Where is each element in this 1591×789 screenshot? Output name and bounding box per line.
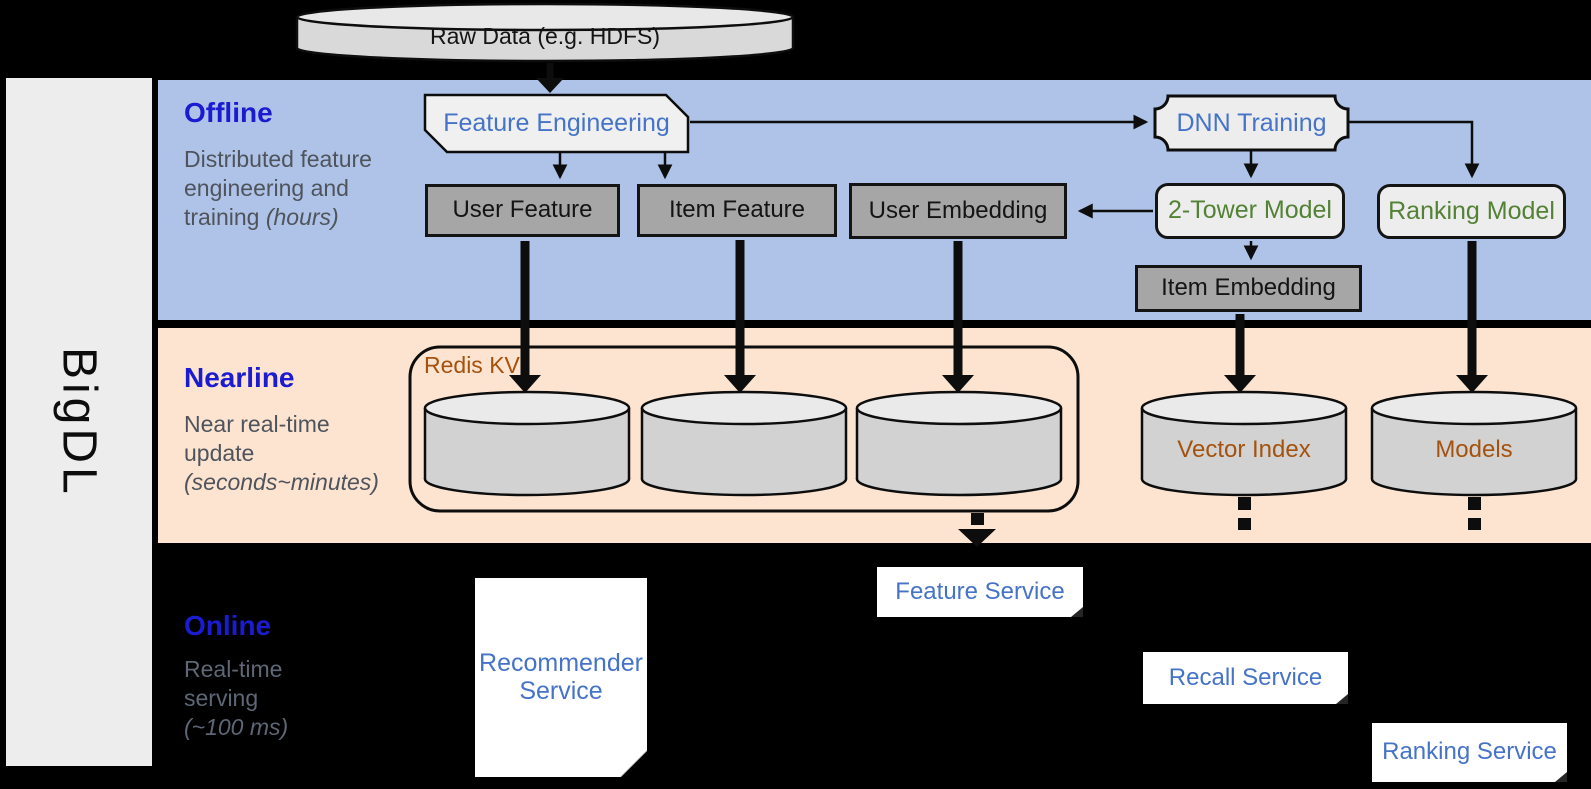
redis-cylinder-3	[855, 390, 1063, 497]
dnn-training-shape	[1153, 94, 1350, 152]
item-feature-node: Item Feature	[637, 184, 837, 237]
feature-engineering-shape	[423, 93, 690, 154]
page-fold-icon	[1555, 772, 1567, 782]
feature-service-label: Feature Service	[895, 577, 1065, 605]
dashed-arrow-models-to-ranking-service	[1468, 497, 1481, 530]
nearline-title: Nearline	[184, 362, 295, 393]
redis-cylinder-2	[640, 390, 848, 497]
arrow-item-feature-to-redis	[724, 240, 756, 393]
recall-service-label: Recall Service	[1168, 663, 1323, 691]
arrow-user-embedding-to-redis	[942, 241, 974, 393]
ranking-service-label: Ranking Service	[1382, 738, 1557, 766]
recommender-service-node: Recommender Service	[475, 578, 647, 777]
vector-index-cylinder	[1140, 390, 1348, 497]
sidebar: BigDL	[6, 78, 152, 766]
arrow-item-embedding-to-vector-index	[1224, 314, 1256, 393]
online-subtitle: Real-time serving (~100 ms)	[184, 655, 302, 742]
recall-service-node: Recall Service	[1143, 652, 1348, 704]
arrow-user-feature-to-redis	[509, 241, 541, 393]
ranking-model-node: Ranking Model	[1377, 184, 1566, 239]
offline-subtitle-text: Distributed feature engineering and trai…	[184, 146, 372, 230]
item-embedding-node: Item Embedding	[1135, 265, 1362, 312]
arrow-dnn-to-ranking-model	[1348, 120, 1480, 179]
two-tower-model-node: 2-Tower Model	[1155, 183, 1345, 239]
dashed-arrow-redis-to-feature-service	[958, 513, 996, 547]
online-subtitle-text: Real-time serving	[184, 656, 283, 711]
nearline-subtitle: Near real-time update (seconds~minutes)	[184, 410, 384, 497]
feature-service-node: Feature Service	[877, 567, 1083, 617]
arrow-ranking-model-to-models	[1456, 241, 1488, 393]
raw-data-cylinder	[295, 2, 795, 63]
offline-subtitle-italic: (hours)	[265, 203, 339, 230]
ranking-service-node: Ranking Service	[1372, 723, 1567, 782]
offline-subtitle: Distributed feature engineering and trai…	[184, 145, 380, 232]
nearline-subtitle-italic: (seconds~minutes)	[184, 468, 379, 495]
user-embedding-node: User Embedding	[849, 183, 1067, 239]
page-fold-icon	[1071, 607, 1083, 617]
user-feature-node: User Feature	[425, 184, 620, 237]
online-title: Online	[184, 610, 272, 641]
page-fold-icon	[1336, 694, 1348, 704]
online-subtitle-italic: (~100 ms)	[184, 713, 289, 740]
arrow-rawdata-to-feature-engineering	[536, 63, 564, 93]
redis-cylinder-1	[423, 390, 631, 497]
nearline-subtitle-text: Near real-time update	[184, 411, 330, 466]
recommender-service-label: Recommender Service	[479, 649, 643, 705]
offline-title: Offline	[184, 97, 273, 128]
models-cylinder	[1370, 390, 1578, 497]
dashed-arrow-vector-index-to-recall-service	[1238, 497, 1251, 530]
brand-label: BigDL	[52, 346, 106, 498]
